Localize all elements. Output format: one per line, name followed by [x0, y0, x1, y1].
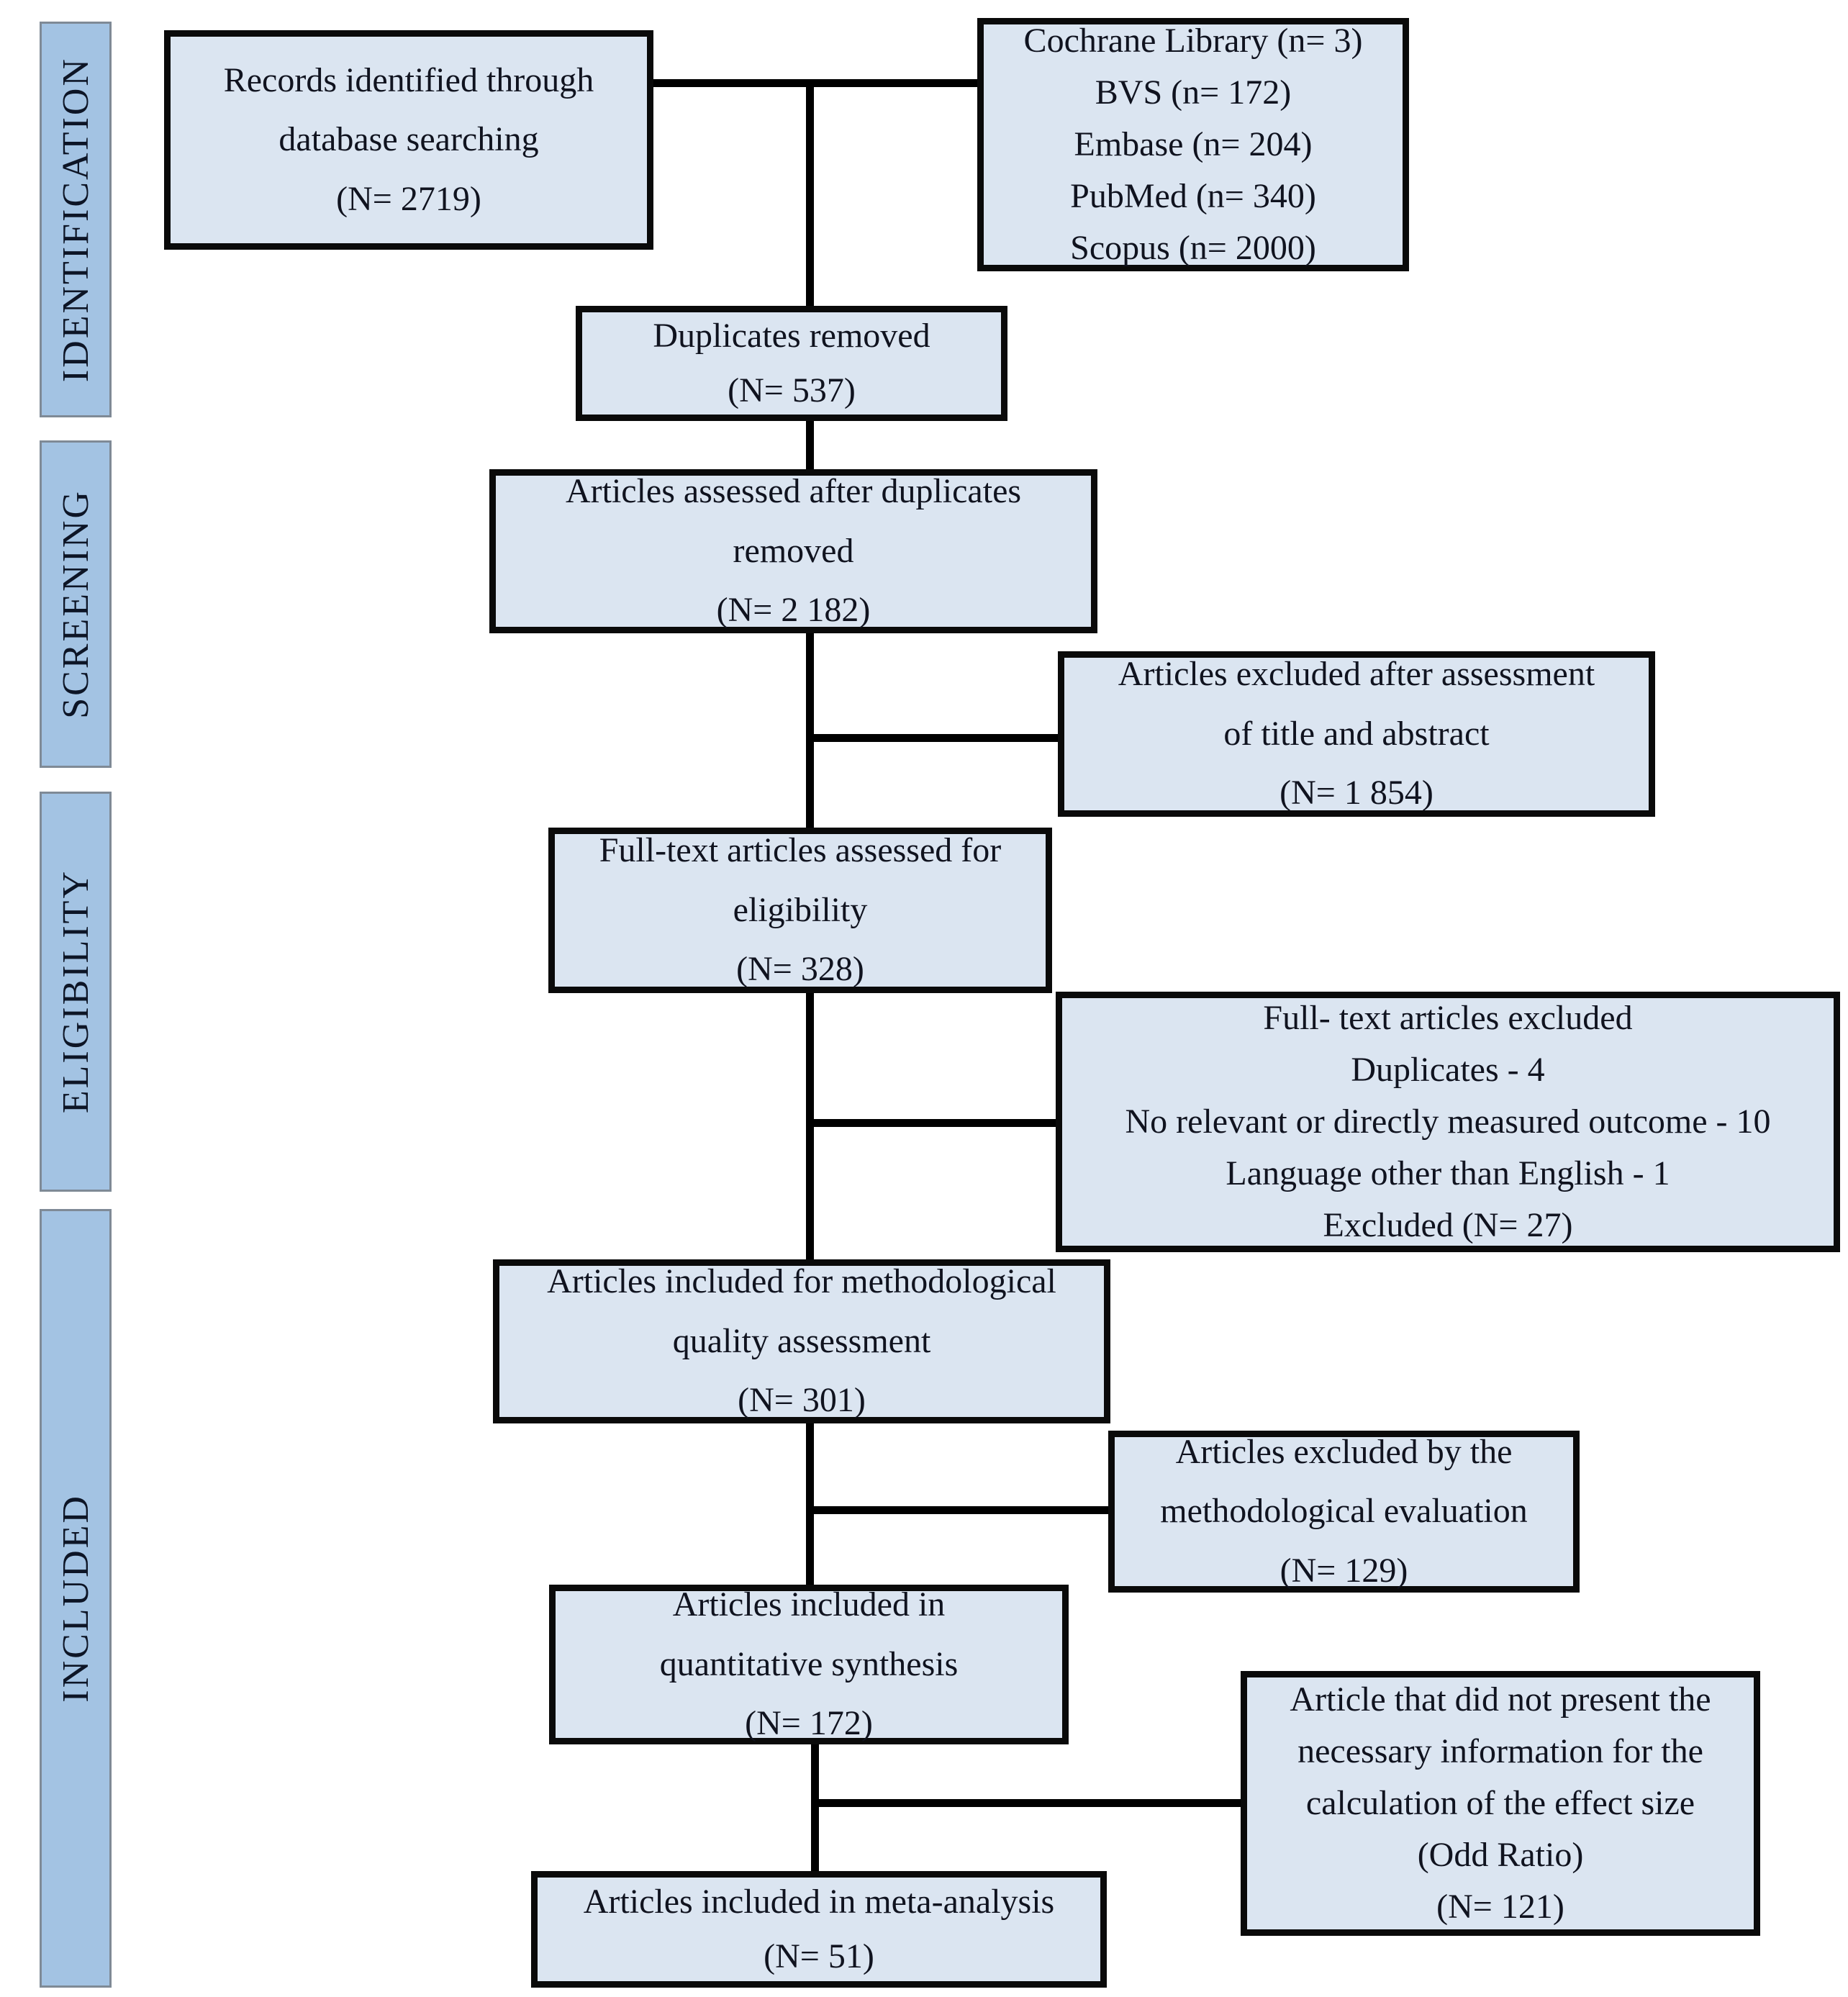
box-excluded-title-abstract: Articles excluded after assessment of ti… [1058, 651, 1655, 817]
box-text-line: Records identified through [223, 60, 594, 99]
box-text-line: (Odd Ratio) [1417, 1836, 1584, 1874]
box-text-line: Scopus (n= 2000) [1070, 229, 1316, 267]
box-text-line: (N= 121) [1436, 1888, 1564, 1926]
box-text-line: Duplicates removed [653, 317, 930, 356]
box-text-line: Duplicates - 4 [1351, 1051, 1545, 1089]
box-text-line: methodological evaluation [1160, 1492, 1528, 1531]
box-text-line: BVS (n= 172) [1095, 73, 1292, 112]
box-text-line: (N= 172) [745, 1704, 873, 1743]
box-quantitative-synthesis: Articles included in quantitative synthe… [549, 1585, 1069, 1744]
box-text-line: Cochrane Library (n= 3) [1023, 22, 1363, 60]
box-text-line: Full-text articles assessed for [599, 831, 1002, 870]
box-text-line: Full- text articles excluded [1263, 999, 1633, 1037]
box-text-line: (N= 328) [736, 950, 864, 989]
box-text-line: (N= 1 854) [1279, 774, 1433, 812]
box-text-line: database searching [278, 120, 539, 159]
box-fulltext-excluded: Full- text articles excluded Duplicates … [1056, 992, 1840, 1252]
connector-down-to-duplicates [806, 79, 814, 306]
box-records-identified: Records identified through database sear… [164, 30, 653, 250]
stage-included: INCLUDED [40, 1209, 112, 1988]
connector-assessed-to-fulltext [806, 632, 814, 829]
box-text-line: (N= 51) [764, 1937, 874, 1975]
box-text-line: Excluded (N= 27) [1323, 1206, 1573, 1244]
box-text-line: necessary information for the [1297, 1732, 1703, 1770]
box-text-line: eligibility [733, 890, 868, 929]
box-text-line: No relevant or directly measured outcome… [1125, 1102, 1771, 1141]
stage-screening-label: SCREENING [55, 489, 96, 719]
box-duplicates-removed: Duplicates removed (N= 537) [576, 306, 1007, 421]
connector-methodological-to-quantitative [806, 1422, 814, 1586]
connector-branch-excluded-title [806, 734, 1060, 742]
box-text-line: (N= 537) [728, 371, 856, 409]
box-text-line: Articles included for methodological [547, 1262, 1056, 1301]
box-text-line: Articles included in [672, 1585, 946, 1624]
box-excluded-methodological: Articles excluded by the methodological … [1108, 1431, 1580, 1593]
box-effect-size-excluded: Article that did not present the necessa… [1241, 1671, 1760, 1936]
connector-branch-excluded-methodological [806, 1506, 1112, 1514]
connector-duplicates-to-assessed [806, 420, 814, 470]
box-text-line: (N= 2719) [336, 179, 481, 218]
box-text-line: of title and abstract [1223, 714, 1490, 753]
box-text-line: removed [733, 531, 854, 570]
box-text-line: calculation of the effect size [1305, 1784, 1695, 1822]
box-text-line: Articles included in meta-analysis [583, 1883, 1055, 1921]
box-text-line: PubMed (n= 340) [1070, 177, 1316, 215]
stage-eligibility-label: ELIGIBILITY [55, 869, 96, 1114]
box-text-line: (N= 301) [738, 1381, 866, 1420]
box-fulltext-assessed: Full-text articles assessed for eligibil… [548, 828, 1052, 993]
box-text-line: quantitative synthesis [659, 1644, 959, 1683]
stage-included-label: INCLUDED [55, 1494, 96, 1703]
box-text-line: (N= 2 182) [716, 591, 871, 630]
connector-branch-effect-size [811, 1799, 1243, 1807]
box-assessed-after-duplicates: Articles assessed after duplicates remov… [489, 469, 1097, 633]
box-methodological-quality: Articles included for methodological qua… [493, 1259, 1110, 1423]
box-text-line: Embase (n= 204) [1074, 125, 1313, 163]
box-meta-analysis: Articles included in meta-analysis (N= 5… [531, 1871, 1107, 1988]
box-text-line: (N= 129) [1279, 1551, 1408, 1590]
box-text-line: quality assessment [672, 1321, 931, 1360]
stage-identification: IDENTIFICATION [40, 22, 112, 417]
connector-branch-fulltext-excluded [806, 1119, 1058, 1127]
stage-screening: SCREENING [40, 440, 112, 768]
stage-identification-label: IDENTIFICATION [55, 56, 96, 383]
connector-records-to-sources [651, 79, 979, 87]
box-text-line: Article that did not present the [1290, 1680, 1711, 1718]
stage-eligibility: ELIGIBILITY [40, 792, 112, 1192]
box-text-line: Articles excluded after assessment [1118, 655, 1595, 694]
connector-quantitative-to-meta [811, 1744, 819, 1873]
box-text-line: Language other than English - 1 [1226, 1154, 1670, 1192]
box-text-line: Articles excluded by the [1175, 1432, 1513, 1471]
box-database-sources: Cochrane Library (n= 3) BVS (n= 172) Emb… [977, 18, 1409, 271]
box-text-line: Articles assessed after duplicates [565, 472, 1022, 511]
